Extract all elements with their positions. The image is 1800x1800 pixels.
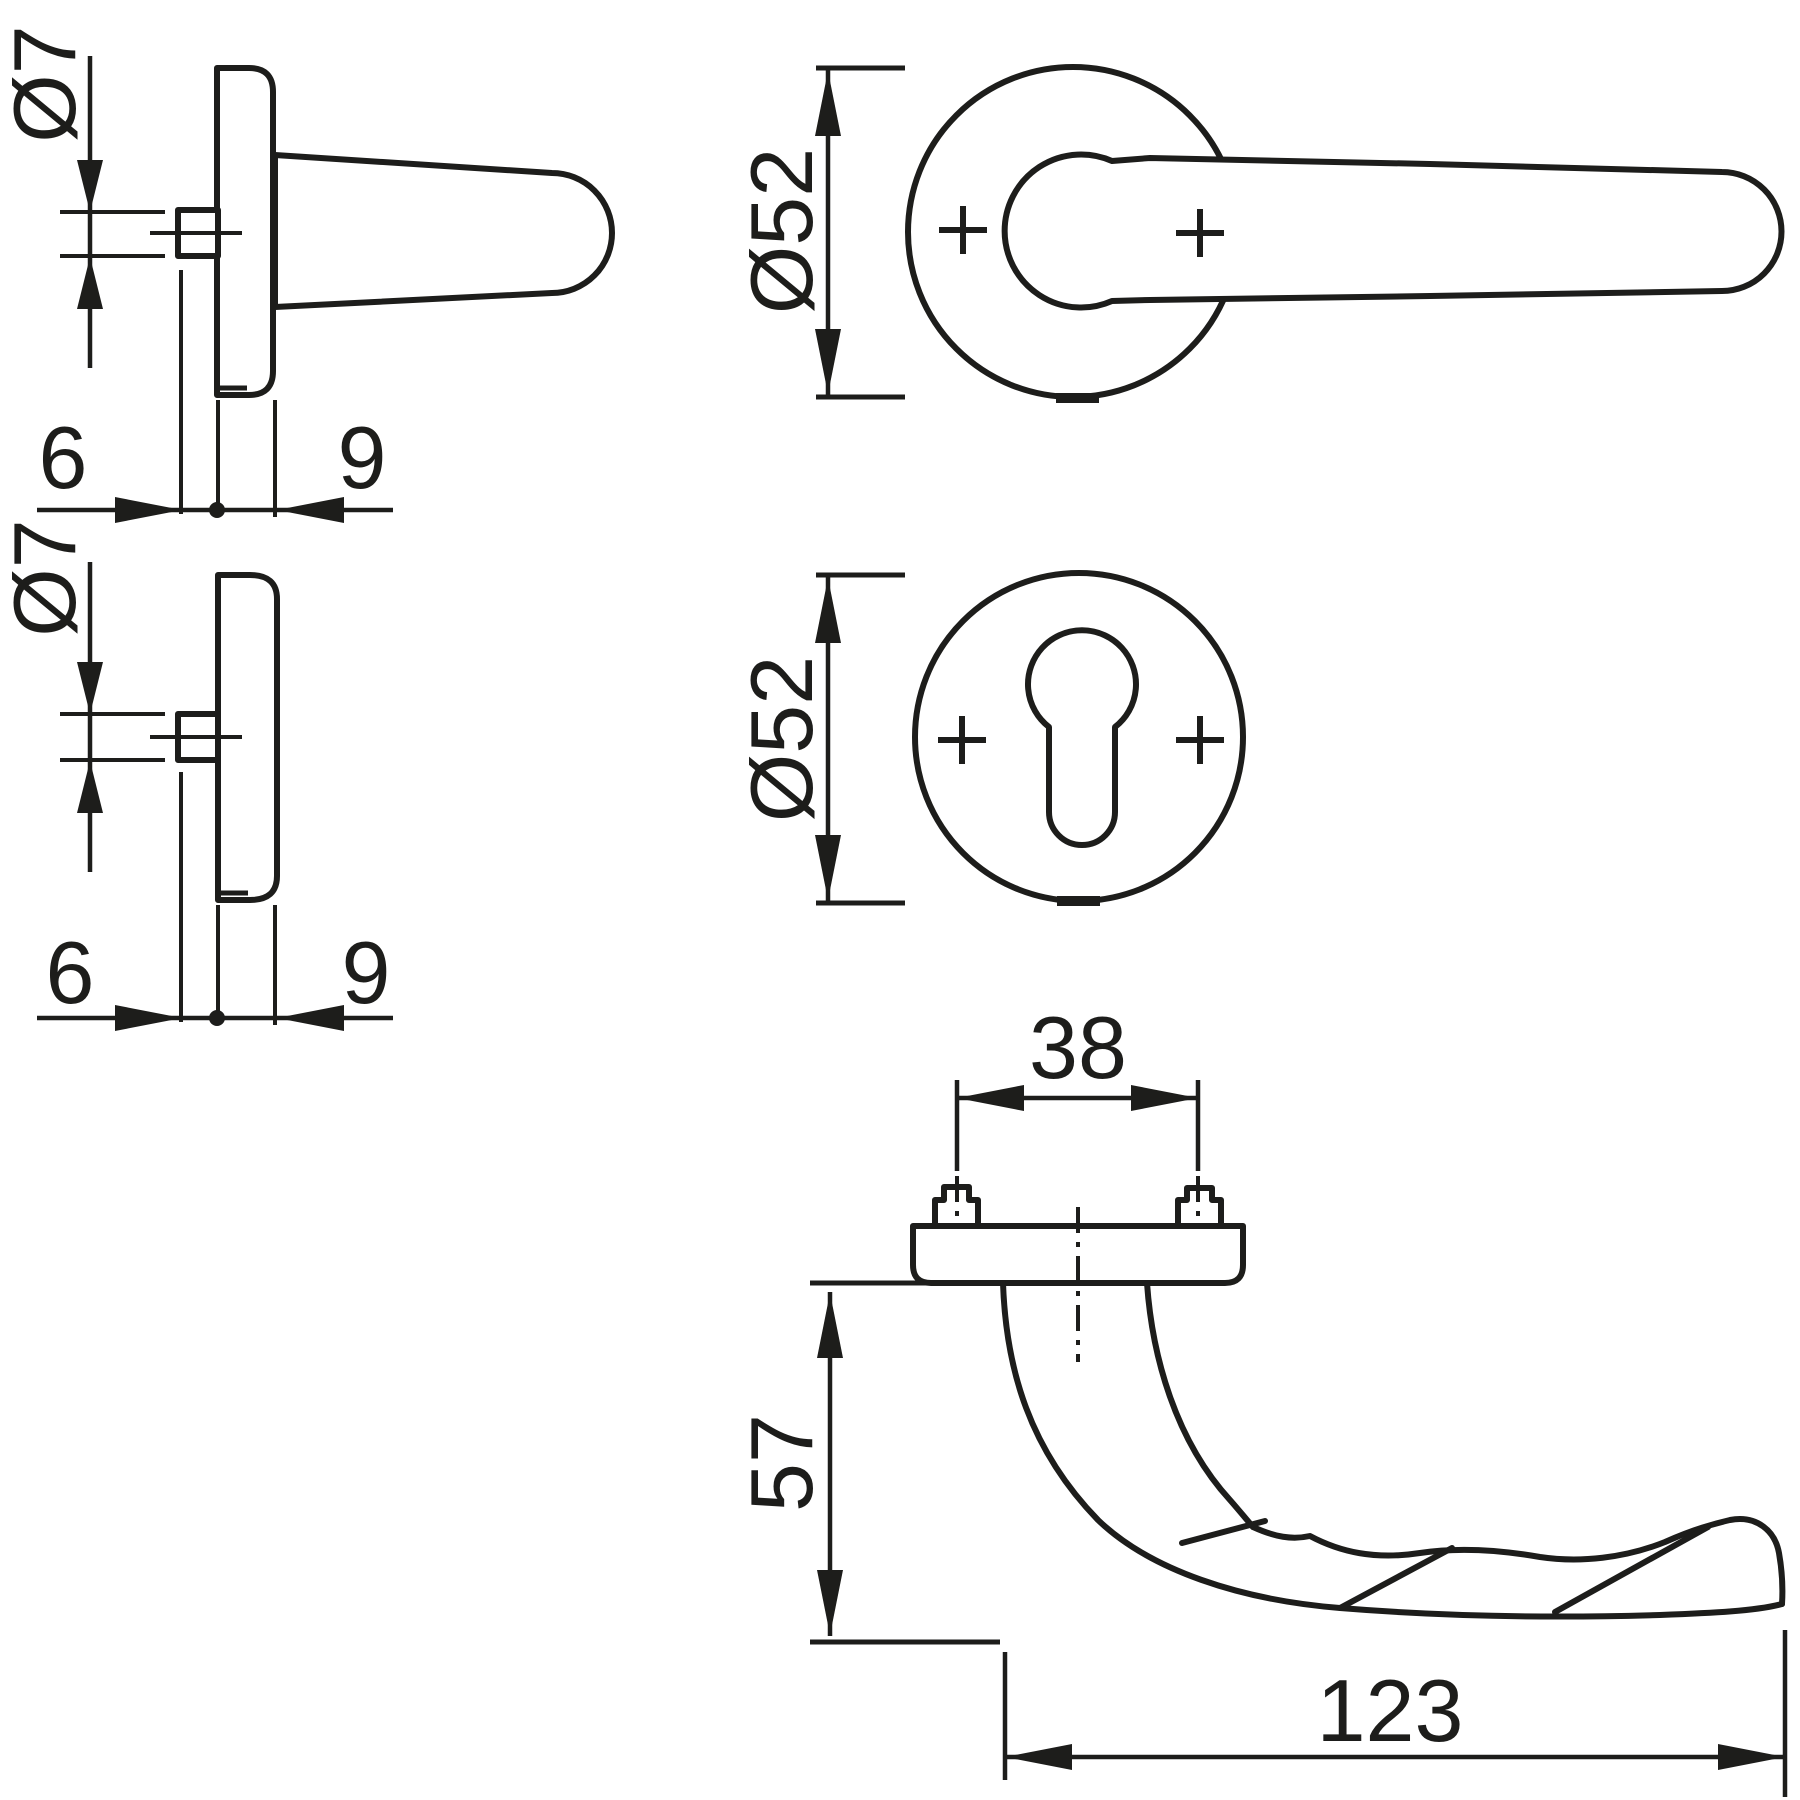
lever-neck-inner-curve xyxy=(1144,1280,1256,1530)
dimension-arrow xyxy=(1005,1744,1072,1770)
dimension-dot xyxy=(209,1010,225,1026)
dimension-arrow xyxy=(277,497,344,523)
escutcheon-profile xyxy=(215,572,280,903)
depth-label: 9 xyxy=(338,408,387,507)
rose-plate-top-view xyxy=(910,1223,1246,1286)
dimension-arrow xyxy=(77,160,103,212)
dimension-arrow xyxy=(1131,1085,1198,1111)
dimension-arrow xyxy=(277,1005,344,1031)
dimension-arrow xyxy=(115,497,182,523)
screw-mark-cross xyxy=(939,206,987,254)
screw-mark-cross xyxy=(938,716,986,764)
dimension-arrow xyxy=(77,257,103,309)
fixing-post xyxy=(1175,1185,1224,1229)
lever-grip-twisted-edge xyxy=(1250,1516,1786,1607)
depth-label: 9 xyxy=(342,923,391,1022)
twist-line xyxy=(1179,1518,1268,1546)
lever-front-view: Ø52 xyxy=(732,64,1785,403)
dimension-arrow xyxy=(115,1005,182,1031)
dia52-label: Ø52 xyxy=(732,656,831,822)
lever-handle-outline xyxy=(1001,151,1785,311)
inset-label: 6 xyxy=(39,408,88,507)
dimension-arrow xyxy=(77,761,103,813)
dia7-label: Ø7 xyxy=(0,25,94,142)
escutcheon-side-view: Ø7 6 9 xyxy=(0,519,393,1031)
projection-label: 57 xyxy=(732,1414,831,1512)
twist-line xyxy=(1552,1524,1711,1615)
lever-rose-side-view: Ø7 6 9 xyxy=(0,25,615,523)
fixing-post xyxy=(932,1184,981,1229)
screw-distance-label: 38 xyxy=(1029,998,1127,1097)
screw-mark-cross xyxy=(1176,716,1224,764)
dimension-arrow xyxy=(817,1570,843,1635)
dimension-arrow xyxy=(957,1085,1024,1111)
dia52-label: Ø52 xyxy=(732,148,831,314)
dimension-arrow xyxy=(817,1293,843,1358)
inset-label: 6 xyxy=(46,923,95,1022)
screw-mark-cross xyxy=(1176,209,1224,257)
dimension-arrow xyxy=(815,71,841,136)
dimension-arrow xyxy=(77,662,103,714)
dimension-arrow xyxy=(1718,1744,1785,1770)
dimension-dot xyxy=(209,502,225,518)
rose-profile xyxy=(214,65,276,398)
escutcheon-front-view: Ø52 xyxy=(732,570,1246,906)
twist-line xyxy=(1337,1545,1455,1611)
euro-profile-keyhole xyxy=(1025,627,1139,848)
lever-top-view: 38 57 123 xyxy=(732,998,1788,1797)
dimension-arrow xyxy=(815,835,841,900)
lever-neck-profile xyxy=(272,152,615,310)
length-label: 123 xyxy=(1317,1661,1464,1760)
dimension-arrow xyxy=(815,329,841,394)
dimension-arrow xyxy=(815,578,841,643)
dia7-label: Ø7 xyxy=(0,519,94,636)
lever-neck-outer-curve xyxy=(1000,1280,1785,1620)
